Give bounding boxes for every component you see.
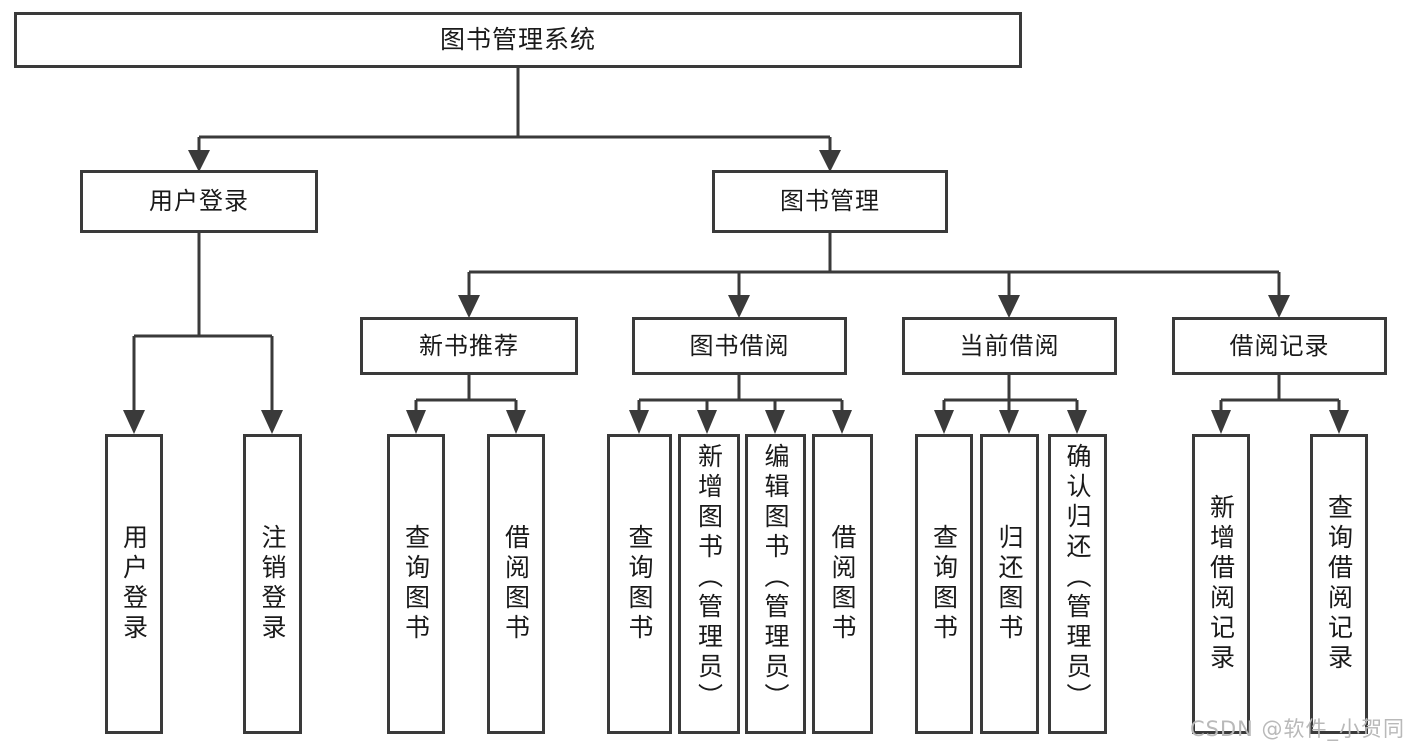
node-book-management[interactable]: 图书管理 — [712, 170, 948, 233]
node-current-borrow[interactable]: 当前借阅 — [902, 317, 1117, 375]
node-borrow-record[interactable]: 借阅记录 — [1172, 317, 1387, 375]
node-book-borrow[interactable]: 图书借阅 — [632, 317, 847, 375]
node-user-login[interactable]: 用户登录 — [80, 170, 318, 233]
node-leaf-add-record[interactable]: 新增借阅记录 — [1192, 434, 1250, 734]
node-leaf-add-book[interactable]: 新增图书（管理员） — [678, 434, 740, 734]
node-leaf-query-book-1[interactable]: 查询图书 — [387, 434, 445, 734]
node-leaf-query-book-3[interactable]: 查询图书 — [915, 434, 973, 734]
node-leaf-return-book[interactable]: 归还图书 — [980, 434, 1039, 734]
csdn-watermark: CSDN @软件_小贺同学 — [1190, 717, 1405, 741]
node-leaf-query-record[interactable]: 查询借阅记录 — [1310, 434, 1368, 734]
node-leaf-logout-login[interactable]: 注销登录 — [243, 434, 302, 734]
node-new-book-recommend[interactable]: 新书推荐 — [360, 317, 578, 375]
node-leaf-edit-book[interactable]: 编辑图书（管理员） — [745, 434, 806, 734]
node-root-system[interactable]: 图书管理系统 — [14, 12, 1022, 68]
node-leaf-user-login[interactable]: 用户登录 — [105, 434, 163, 734]
node-leaf-confirm-return[interactable]: 确认归还（管理员） — [1048, 434, 1107, 734]
node-leaf-borrow-book-2[interactable]: 借阅图书 — [812, 434, 873, 734]
node-leaf-query-book-2[interactable]: 查询图书 — [607, 434, 672, 734]
node-leaf-borrow-book-1[interactable]: 借阅图书 — [487, 434, 545, 734]
